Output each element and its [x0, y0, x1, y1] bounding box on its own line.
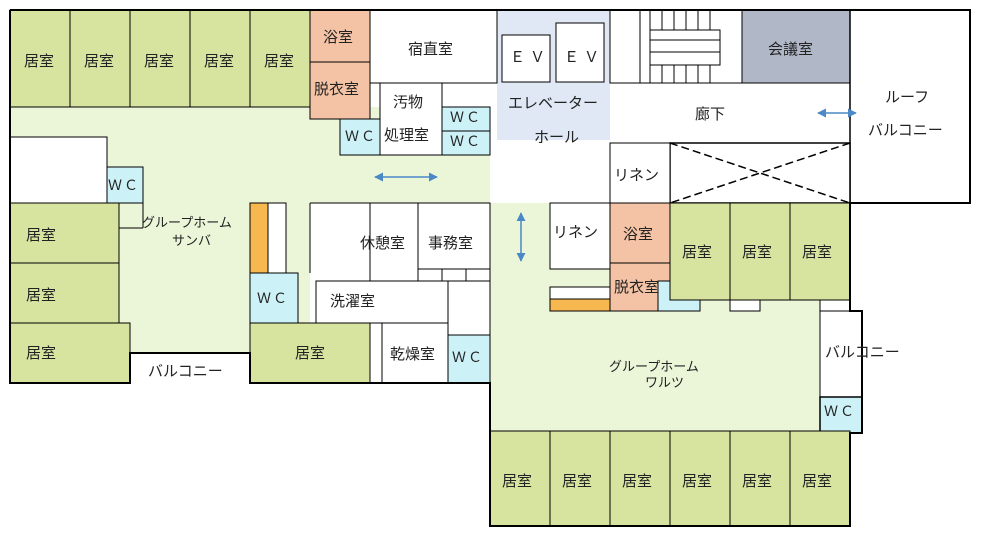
label-living-warutsu-3: 居室 — [802, 243, 833, 261]
linen-block — [549, 202, 611, 270]
closet-warutsu — [729, 299, 761, 312]
label-warutsu-bottom: ワルツ — [645, 376, 685, 391]
elevator-1 — [501, 34, 551, 83]
corridor-area — [610, 83, 850, 143]
label-living-bottom-2: 居室 — [562, 472, 593, 490]
label-living-5: 居室 — [264, 52, 295, 70]
label-roof-bottom: バルコニー — [868, 121, 943, 139]
room-wc-top-right-2 — [441, 130, 491, 156]
room-living-bottom-6 — [789, 430, 851, 527]
room-living-4 — [189, 9, 251, 108]
label-wc-warutsu-right: ＷＣ — [824, 404, 856, 420]
room-waste — [379, 82, 443, 156]
room-living-left-2 — [9, 262, 120, 324]
label-living-2: 居室 — [84, 52, 115, 70]
storage-orange-left — [249, 202, 269, 274]
room-meeting — [741, 9, 851, 84]
room-living-bottom-3 — [609, 430, 671, 527]
label-break-room: 休憩室 — [360, 234, 406, 252]
room-living-warutsu-1 — [669, 202, 731, 301]
room-changing-top — [309, 61, 371, 120]
room-living-5 — [249, 9, 311, 108]
room-living-bottom-4 — [669, 430, 731, 527]
balcony-right — [819, 310, 863, 398]
label-duty-room: 宿直室 — [408, 40, 454, 58]
elevator-2 — [555, 22, 605, 83]
storage-block — [9, 136, 108, 204]
outer-walls — [9, 9, 971, 527]
label-living-left-2: 居室 — [26, 286, 57, 304]
label-living-warutsu-2: 居室 — [742, 243, 773, 261]
label-living-sanba: 居室 — [295, 344, 326, 362]
label-living-bottom-3: 居室 — [622, 472, 653, 490]
label-balcony-right: バルコニー — [825, 343, 900, 361]
label-elevator-hall-top: エレベーター — [508, 94, 599, 112]
label-roof-top: ルーフ — [885, 88, 930, 106]
label-elevator-2: ＥＶ — [564, 48, 605, 66]
label-waste-top: 汚物 — [393, 93, 424, 111]
label-sanba-bottom: サンバ — [172, 234, 212, 249]
label-waste-bottom: 処理室 — [384, 126, 430, 144]
label-living-bottom-1: 居室 — [502, 472, 533, 490]
label-warutsu-top: グループホーム — [609, 360, 699, 375]
closet-left — [267, 202, 287, 274]
label-living-left-3: 居室 — [26, 344, 57, 362]
room-living-bottom-2 — [549, 430, 611, 527]
room-living-sanba — [249, 322, 371, 384]
label-living-left-1: 居室 — [26, 226, 57, 244]
label-living-bottom-6: 居室 — [802, 472, 833, 490]
label-linen-bottom: リネン — [553, 223, 599, 241]
label-wc-top-right-1: ＷＣ — [450, 110, 482, 126]
room-bathroom-bottom — [609, 202, 671, 264]
label-office: 事務室 — [428, 234, 474, 252]
label-living-1: 居室 — [24, 52, 55, 70]
void-opening — [669, 142, 851, 204]
room-linen-top — [609, 142, 671, 204]
label-sanba-top: グループホーム — [142, 216, 232, 231]
label-elevator-1: ＥＶ — [510, 48, 551, 66]
room-wc-top-right-1 — [441, 106, 491, 132]
label-wc-left: ＷＣ — [108, 178, 140, 194]
label-living-3: 居室 — [144, 52, 175, 70]
room-laundry — [315, 280, 449, 324]
room-bathroom-top — [309, 9, 371, 63]
label-bathroom-bottom: 浴室 — [623, 225, 654, 243]
storage-orange-bottom — [549, 298, 611, 312]
label-wc-sanba: ＷＣ — [257, 291, 289, 307]
label-elevator-hall-bottom: ホール — [534, 128, 580, 146]
room-wc-service — [447, 334, 491, 384]
room-office — [417, 202, 491, 282]
room-living-left-3 — [9, 322, 131, 384]
label-living-warutsu-1: 居室 — [682, 243, 713, 261]
label-meeting-room: 会議室 — [768, 40, 814, 58]
room-wc-left — [106, 166, 144, 204]
label-balcony-left: バルコニー — [148, 362, 223, 380]
balcony-left — [130, 353, 250, 383]
label-wc-service: ＷＣ — [452, 350, 484, 366]
closet-warutsu-2 — [819, 299, 851, 312]
stairwell — [609, 9, 743, 84]
label-bathroom-top: 浴室 — [323, 28, 354, 46]
label-living-bottom-4: 居室 — [682, 472, 713, 490]
room-living-bottom-5 — [729, 430, 791, 527]
label-living-bottom-5: 居室 — [742, 472, 773, 490]
label-wc-top-right-2: ＷＣ — [450, 134, 482, 150]
room-living-warutsu-2 — [729, 202, 791, 301]
label-changing-bottom: 脱衣室 — [614, 278, 660, 296]
closet-bottom — [549, 286, 611, 300]
label-drying: 乾燥室 — [390, 345, 436, 363]
room-living-warutsu-3 — [789, 202, 851, 301]
label-living-4: 居室 — [204, 52, 235, 70]
label-changing-top: 脱衣室 — [314, 80, 360, 98]
label-corridor: 廊下 — [695, 105, 726, 123]
room-wc-top-left — [339, 118, 381, 156]
label-laundry: 洗濯室 — [330, 292, 376, 310]
label-wc-top-left: ＷＣ — [345, 129, 377, 145]
label-linen-top: リネン — [614, 166, 660, 184]
